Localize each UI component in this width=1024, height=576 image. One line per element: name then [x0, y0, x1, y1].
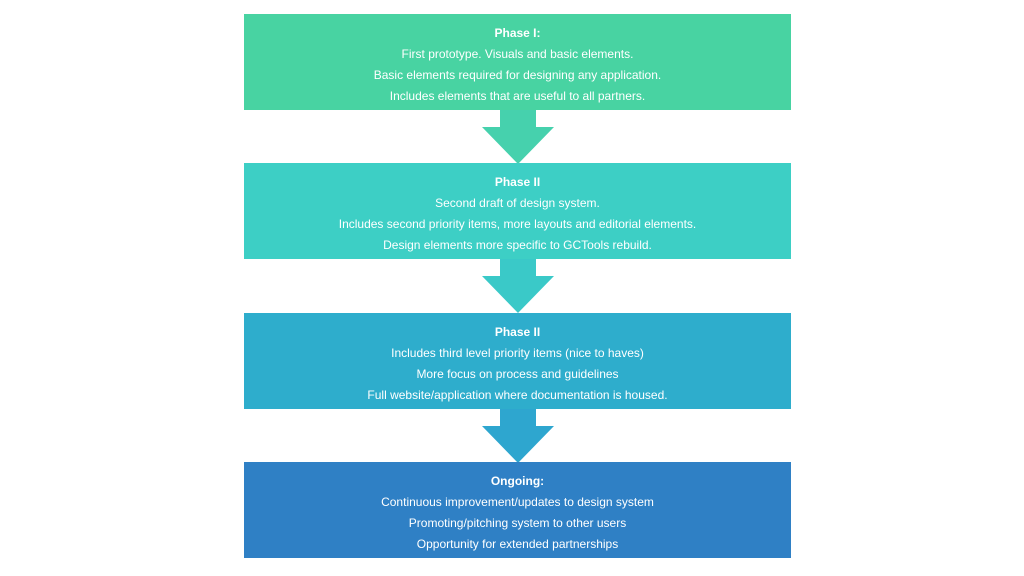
- phase-1-line-1: First prototype. Visuals and basic eleme…: [401, 47, 634, 61]
- phase-2-line-1: Second draft of design system.: [435, 196, 600, 210]
- phase-3-box: Phase II Includes third level priority i…: [244, 313, 791, 409]
- phase-3-line-3: Full website/application where documenta…: [367, 388, 668, 402]
- down-arrow-1: [482, 110, 554, 164]
- phase-2-line-3: Design elements more specific to GCTools…: [383, 238, 652, 252]
- phase-2-box: Phase II Second draft of design system. …: [244, 163, 791, 259]
- phase-3-line-1: Includes third level priority items (nic…: [391, 346, 644, 360]
- down-arrow-2-shape: [482, 259, 554, 313]
- ongoing-title: Ongoing:: [490, 474, 545, 488]
- ongoing-line-3: Opportunity for extended partnerships: [416, 537, 619, 551]
- phase-1-title: Phase I:: [494, 26, 541, 40]
- down-arrow-3-shape: [482, 409, 554, 463]
- ongoing-line-2: Promoting/pitching system to other users: [408, 516, 627, 530]
- down-arrow-1-shape: [482, 110, 554, 164]
- ongoing-box: Ongoing: Continuous improvement/updates …: [244, 462, 791, 558]
- phase-2-title: Phase II: [494, 175, 541, 189]
- down-arrow-2: [482, 259, 554, 313]
- phase-3-line-2: More focus on process and guidelines: [416, 367, 619, 381]
- phase-1-box: Phase I: First prototype. Visuals and ba…: [244, 14, 791, 110]
- ongoing-line-1: Continuous improvement/updates to design…: [381, 495, 654, 509]
- phase-1-line-2: Basic elements required for designing an…: [373, 68, 662, 82]
- down-arrow-3: [482, 409, 554, 463]
- phase-2-line-2: Includes second priority items, more lay…: [338, 217, 697, 231]
- phase-3-title: Phase II: [494, 325, 541, 339]
- phase-1-line-3: Includes elements that are useful to all…: [389, 89, 646, 103]
